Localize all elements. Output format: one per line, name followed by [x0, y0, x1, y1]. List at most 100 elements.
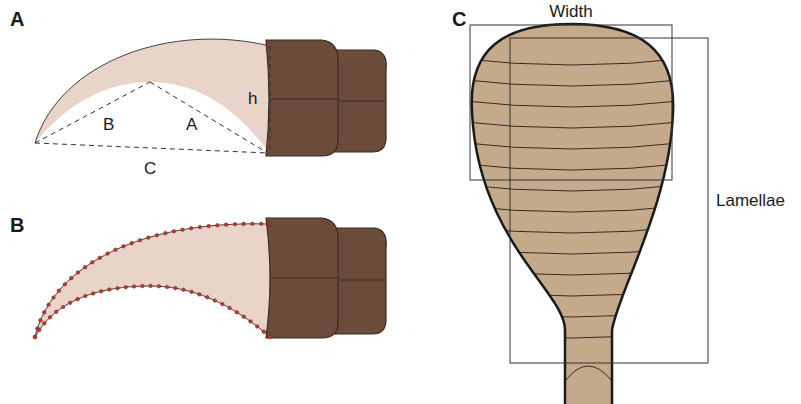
landmark-dot — [190, 290, 194, 294]
landmark-dot — [33, 335, 37, 339]
landmark-dot — [149, 284, 153, 288]
lamella-lines — [455, 58, 690, 380]
landmark-dot — [83, 265, 87, 269]
landmark-dot — [181, 228, 185, 232]
lamella-line — [455, 163, 690, 170]
landmark-dot — [132, 285, 136, 289]
lamella-line — [455, 79, 690, 86]
landmark-dot — [43, 322, 47, 326]
landmark-dot — [39, 319, 43, 323]
landmark-dot — [124, 285, 128, 289]
landmark-dot — [122, 245, 126, 249]
claw-a — [35, 39, 386, 156]
landmark-dot — [147, 236, 151, 240]
landmark-dot — [242, 315, 246, 319]
landmark-dot — [108, 288, 112, 292]
landmark-dot — [63, 282, 67, 286]
landmark-dot — [172, 230, 176, 234]
landmark-dot — [205, 295, 209, 299]
landmark-dot — [255, 325, 259, 329]
landmark-dots — [33, 222, 272, 339]
lamella-line — [455, 100, 690, 107]
landmark-dot — [251, 222, 255, 226]
lamella-line — [566, 366, 611, 380]
landmark-dot — [216, 223, 220, 227]
landmark-dot — [116, 286, 120, 290]
claw-b — [33, 218, 386, 339]
landmark-dot — [76, 271, 80, 275]
landmark-dot — [262, 330, 266, 334]
landmark-dot — [164, 231, 168, 235]
landmark-dot — [114, 248, 118, 252]
landmark-dot — [155, 233, 159, 237]
landmark-dot — [207, 224, 211, 228]
landmark-dot — [91, 292, 95, 296]
landmark-dot — [68, 301, 72, 305]
landmark-dot — [52, 296, 56, 300]
width-bracket — [470, 25, 672, 180]
landmark-dot — [165, 285, 169, 289]
landmark-dot — [61, 305, 65, 309]
landmark-dot — [138, 238, 142, 242]
landmark-dot — [55, 310, 59, 314]
landmark-dot — [48, 315, 52, 319]
panel-letter: B — [10, 214, 24, 236]
lamella-line — [455, 121, 690, 128]
panel-letter: A — [10, 8, 24, 30]
lamella-line — [455, 184, 690, 191]
toe-segments — [266, 218, 386, 338]
lamella-line — [455, 268, 690, 275]
landmark-dot — [242, 222, 246, 226]
landmark-dot — [249, 320, 253, 324]
lamella-line — [455, 247, 690, 254]
lamella-line — [455, 142, 690, 149]
landmark-dot — [76, 297, 80, 301]
toe-segments — [266, 40, 386, 156]
landmark-dot — [69, 276, 73, 280]
lamella-line — [455, 331, 690, 338]
landmark-dot — [42, 311, 46, 315]
landmark-dot — [213, 299, 217, 303]
landmark-dot — [189, 226, 193, 230]
landmark-dot — [90, 261, 94, 265]
landmark-dot — [106, 252, 110, 256]
dimension-label: C — [144, 160, 156, 179]
lamella-line — [455, 58, 690, 65]
dimension-label: Lamellae — [716, 192, 785, 211]
landmark-dot — [140, 284, 144, 288]
landmark-dot — [224, 223, 228, 227]
lamella-line — [455, 226, 690, 233]
dimension-label: B — [103, 116, 114, 135]
landmark-dot — [235, 310, 239, 314]
landmark-dot — [268, 335, 272, 339]
landmark-dot — [268, 222, 272, 226]
lamella-line — [455, 310, 690, 317]
landmark-dot — [33, 335, 37, 339]
landmark-dot — [259, 222, 263, 226]
landmark-dot — [130, 241, 134, 245]
landmark-dot — [233, 222, 237, 226]
landmark-dot — [98, 256, 102, 260]
landmark-dot — [228, 306, 232, 310]
landmark-dot — [182, 288, 186, 292]
landmark-dot — [38, 328, 42, 332]
panel-letter: C — [452, 8, 466, 30]
landmark-dot — [157, 284, 161, 288]
dimension-label: Width — [549, 3, 592, 22]
landmark-dot — [174, 286, 178, 290]
landmark-dot — [47, 303, 51, 307]
landmark-dot — [198, 293, 202, 297]
toe-pad — [455, 24, 708, 404]
landmark-dot — [99, 289, 103, 293]
dimension-label: h — [248, 90, 257, 109]
landmark-dot — [221, 302, 225, 306]
lamella-line — [455, 289, 690, 296]
landmark-dot — [198, 225, 202, 229]
landmark-dot — [57, 289, 61, 293]
landmark-dot — [84, 294, 88, 298]
measure-lines — [35, 46, 270, 154]
lamellae-bracket — [510, 38, 708, 363]
dimension-label: A — [186, 116, 197, 135]
